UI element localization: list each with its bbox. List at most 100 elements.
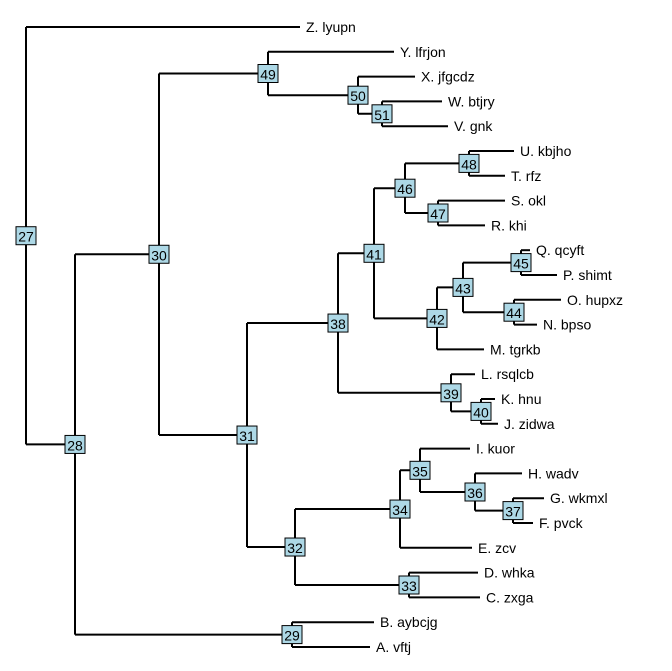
node-label-40: 40: [470, 401, 492, 421]
node-label-44: 44: [503, 302, 525, 322]
node-number: 49: [260, 67, 276, 83]
node-number: 33: [401, 578, 417, 594]
leaf-label-U: U. kbjho: [520, 143, 572, 159]
leaf-label-N: N. bpso: [543, 317, 591, 333]
node-label-27: 27: [15, 226, 37, 246]
leaf-label-H: H. wadv: [528, 465, 579, 481]
node-number: 44: [506, 305, 522, 321]
node-number: 32: [287, 540, 303, 556]
leaf-label-M: M. tgrkb: [490, 341, 541, 357]
leaf-label-G: G. wkmxl: [550, 490, 608, 506]
node-box: [464, 482, 486, 502]
leaf-label-K: K. hnu: [501, 391, 541, 407]
node-box: [347, 85, 369, 105]
node-label-35: 35: [409, 460, 431, 480]
node-box: [281, 625, 303, 645]
leaf-label-O: O. hupxz: [567, 292, 623, 308]
leaf-label-Q: Q. qcyft: [536, 242, 584, 258]
node-label-30: 30: [148, 244, 170, 264]
node-box: [409, 460, 431, 480]
leaf-label-J: J. zidwa: [504, 416, 555, 432]
node-label-32: 32: [284, 537, 306, 557]
node-box: [257, 64, 279, 83]
node-box: [440, 383, 462, 403]
leaf-label-D: D. whka: [484, 565, 535, 581]
node-box: [503, 302, 525, 322]
node-box: [371, 104, 393, 124]
node-number: 40: [473, 404, 489, 420]
node-label-43: 43: [452, 277, 474, 297]
node-number: 27: [18, 229, 34, 245]
node-number: 42: [429, 311, 445, 327]
node-box: [427, 203, 449, 223]
node-label-49: 49: [257, 64, 279, 83]
node-box: [510, 253, 532, 273]
leaf-label-Z: Z. lyupn: [306, 19, 356, 35]
leaf-label-R: R. khi: [491, 217, 527, 233]
leaf-label-B: B. aybcjg: [380, 614, 438, 630]
leaf-label-T: T. rfz: [511, 168, 541, 184]
node-number: 29: [284, 628, 300, 644]
node-number: 51: [374, 107, 390, 123]
leaf-label-S: S. okl: [511, 193, 546, 209]
node-box: [236, 425, 258, 445]
node-number: 31: [239, 428, 255, 444]
node-number: 48: [461, 156, 477, 172]
node-label-45: 45: [510, 253, 532, 273]
node-number: 37: [505, 504, 521, 520]
leaf-label-L: L. rsqlcb: [481, 366, 534, 382]
node-number: 35: [412, 463, 428, 479]
node-box: [470, 401, 492, 421]
node-box: [64, 434, 86, 454]
leaf-label-V: V. gnk: [454, 118, 493, 134]
node-box: [15, 226, 37, 246]
node-box: [458, 153, 480, 173]
node-box: [148, 244, 170, 264]
leaf-label-I: I. kuor: [476, 441, 515, 457]
node-box: [452, 277, 474, 297]
node-label-38: 38: [327, 313, 349, 333]
node-label-47: 47: [427, 203, 449, 223]
node-label-34: 34: [389, 499, 411, 519]
node-box: [502, 501, 524, 521]
node-label-50: 50: [347, 85, 369, 105]
leaf-label-F: F. pvck: [539, 515, 584, 531]
node-label-33: 33: [398, 575, 420, 595]
internal-node-labels: 27 28 29 30 31 32 33 34 35 36 37 38 39 40 41 42 43 44 45 46…: [15, 64, 532, 645]
node-number: 45: [513, 256, 529, 272]
node-label-46: 46: [394, 178, 416, 198]
node-label-29: 29: [281, 625, 303, 645]
node-box: [389, 499, 411, 519]
node-number: 36: [467, 485, 483, 501]
node-label-41: 41: [363, 243, 385, 263]
node-label-28: 28: [64, 434, 86, 454]
node-box: [327, 313, 349, 333]
node-number: 50: [350, 88, 366, 104]
node-number: 43: [455, 280, 471, 296]
node-number: 46: [397, 181, 413, 197]
node-label-36: 36: [464, 482, 486, 502]
node-box: [284, 537, 306, 557]
node-label-31: 31: [236, 425, 258, 445]
leaf-label-E: E. zcv: [478, 540, 516, 556]
node-label-37: 37: [502, 501, 524, 521]
node-box: [398, 575, 420, 595]
node-number: 38: [330, 316, 346, 332]
leaf-label-A: A. vftj: [376, 639, 411, 655]
leaf-label-P: P. shimt: [563, 267, 612, 283]
node-number: 47: [430, 206, 446, 222]
node-number: 41: [366, 246, 382, 262]
leaf-label-W: W. btjry: [448, 93, 495, 109]
leaf-label-Y: Y. lfrjon: [400, 44, 446, 60]
node-label-42: 42: [426, 308, 448, 328]
node-box: [426, 308, 448, 328]
leaf-label-C: C. zxga: [486, 589, 534, 605]
node-number: 34: [392, 502, 408, 518]
node-label-39: 39: [440, 383, 462, 403]
node-box: [363, 243, 385, 263]
node-number: 39: [443, 386, 459, 402]
node-label-51: 51: [371, 104, 393, 124]
node-box: [394, 178, 416, 198]
